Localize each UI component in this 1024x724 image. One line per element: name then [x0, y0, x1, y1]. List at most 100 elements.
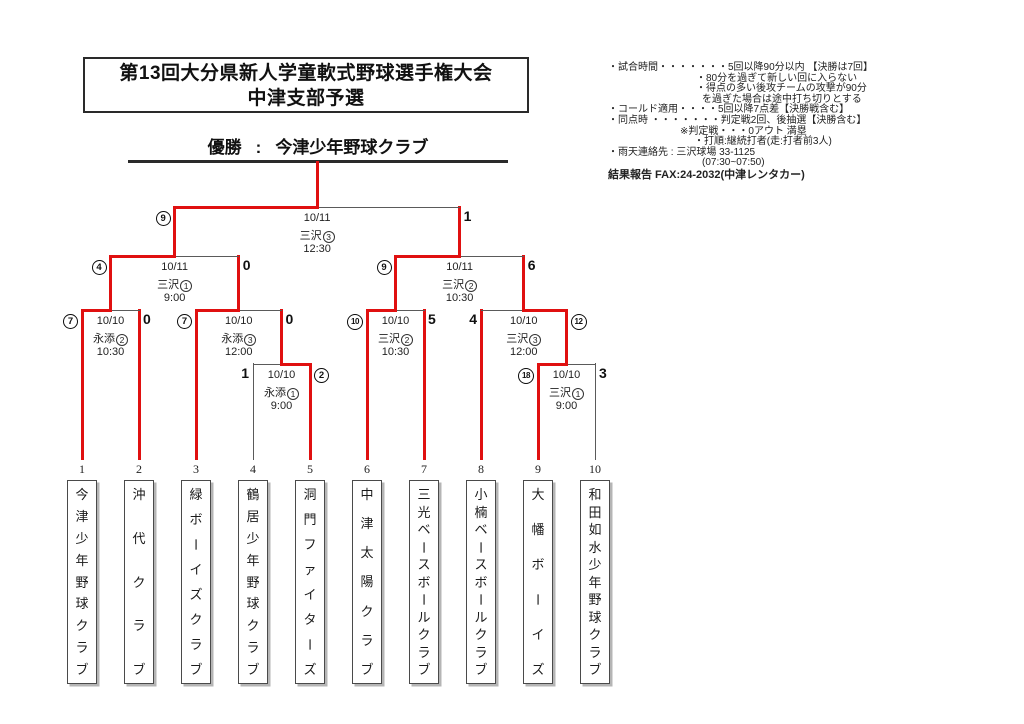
- score-right: 0: [242, 257, 251, 273]
- team-name-char: 津: [360, 516, 374, 532]
- score-right: 0: [143, 311, 151, 327]
- circled-score: 12: [570, 313, 587, 330]
- team-path-line: [479, 309, 483, 460]
- match-date: 10/11: [303, 212, 331, 224]
- team-name-char: ラ: [474, 644, 488, 660]
- match-time: 12:30: [303, 243, 331, 255]
- team-name-char: 大: [531, 487, 545, 502]
- advance-line: [315, 161, 319, 208]
- team-number: 2: [136, 462, 142, 476]
- team-number: 1: [79, 462, 85, 476]
- venue-court-number: 2: [401, 334, 413, 346]
- team-name-char: 少: [246, 530, 260, 546]
- team-name-char: 球: [588, 609, 602, 625]
- team-name-char: 野: [75, 574, 89, 590]
- match-date: 10/11: [161, 261, 188, 273]
- team-number: 8: [478, 462, 484, 476]
- team-name-char: ク: [189, 612, 203, 627]
- match-line-left: [536, 362, 568, 366]
- team-name-char: 野: [588, 592, 602, 607]
- match-time: 10:30: [96, 346, 125, 358]
- team-path-line: [252, 363, 254, 460]
- team-name-char: 太: [360, 545, 374, 561]
- score-left: 9: [145, 208, 171, 226]
- advance-line: [237, 255, 241, 311]
- team-name-char: ラ: [588, 644, 602, 660]
- team-name-char: ァ: [303, 562, 317, 577]
- team-name-char: 田: [588, 504, 602, 520]
- match-line-right: [316, 206, 461, 208]
- match-line-left: [394, 254, 462, 258]
- advance-line: [565, 309, 568, 365]
- team-name-char: ク: [360, 603, 374, 619]
- circled-score: 18: [518, 367, 534, 384]
- team-name-char: ブ: [588, 662, 602, 677]
- team-name-char: 和: [588, 487, 602, 502]
- rules-line-8: ・打順:継続打者(走:打者前3人): [694, 136, 832, 148]
- team-name-char: 居: [246, 508, 260, 524]
- team-name-char: ズ: [531, 662, 545, 677]
- match-time: 12:00: [224, 346, 253, 358]
- team-name-char: ラ: [189, 637, 203, 652]
- team-name-char: ク: [132, 574, 146, 590]
- match-line-right: [395, 309, 425, 311]
- score-left: 4: [469, 311, 477, 327]
- team-number: 6: [364, 462, 370, 476]
- score-left: 1: [241, 365, 249, 381]
- team-box: 今津少年野球クラブ: [67, 480, 97, 684]
- team-box: 中津太陽クラブ: [352, 480, 382, 684]
- team-name-char: ラ: [132, 618, 146, 634]
- team-name-char: ラ: [75, 640, 89, 656]
- team-name-char: ボ: [189, 512, 203, 527]
- team-name-char: ブ: [246, 662, 260, 677]
- match-time: 9:00: [555, 400, 578, 412]
- circled-score: 7: [63, 314, 78, 329]
- team-name-char: ラ: [417, 644, 431, 660]
- team-name-char: ー: [416, 540, 432, 554]
- team-name-char: 緑: [189, 487, 203, 502]
- venue-court-number: 1: [572, 388, 584, 400]
- match-line-right: [280, 362, 312, 366]
- team-name-char: 幡: [531, 522, 545, 537]
- title-box: 第13回大分県新人学童軟式野球選手権大会 中津支部予選: [83, 57, 529, 113]
- team-name-char: ブ: [417, 662, 431, 677]
- team-name-char: ブ: [75, 662, 89, 677]
- score-right: 5: [428, 311, 436, 327]
- team-name-char: ラ: [360, 632, 374, 648]
- team-name-char: ズ: [189, 587, 203, 602]
- score-right: 1: [463, 208, 472, 224]
- venue-court-number: 3: [529, 334, 542, 346]
- title-line2: 中津支部予選: [247, 88, 365, 109]
- team-name-char: ク: [417, 627, 431, 642]
- match-line-left: [109, 254, 177, 258]
- team-box: 大幡ボーイズ: [523, 480, 553, 684]
- rules-line-5: ・コールド適用・・・・5回以降7点差【決勝戦含む】: [608, 104, 850, 116]
- circled-score: 9: [155, 211, 171, 226]
- team-name-char: ベ: [474, 522, 488, 537]
- match-line-left: [173, 205, 319, 209]
- match-time: 12:00: [509, 346, 538, 358]
- team-box: 和田如水少年野球クラブ: [580, 480, 610, 684]
- team-name-char: ク: [75, 618, 89, 634]
- title-line1: 第13回大分県新人学童軟式野球選手権大会: [119, 63, 493, 84]
- match-time: 9:00: [270, 400, 293, 412]
- rules-line-1: ・試合時間・・・・・・・5回以降90分以内 【決勝は7回】: [608, 62, 874, 73]
- advance-line: [280, 309, 283, 365]
- team-path-line: [137, 309, 141, 460]
- advance-line: [458, 206, 462, 257]
- match-line-right: [522, 308, 568, 312]
- team-name-char: ー: [416, 592, 432, 607]
- match-line-right: [174, 255, 240, 257]
- team-name-char: ブ: [189, 662, 203, 677]
- match-date: 10/10: [381, 315, 410, 327]
- score-right: 12: [570, 311, 601, 330]
- team-name-char: ス: [417, 557, 431, 572]
- team-name-char: 今: [75, 487, 89, 502]
- team-name-char: ク: [474, 627, 488, 642]
- team-name-char: ボ: [531, 557, 545, 572]
